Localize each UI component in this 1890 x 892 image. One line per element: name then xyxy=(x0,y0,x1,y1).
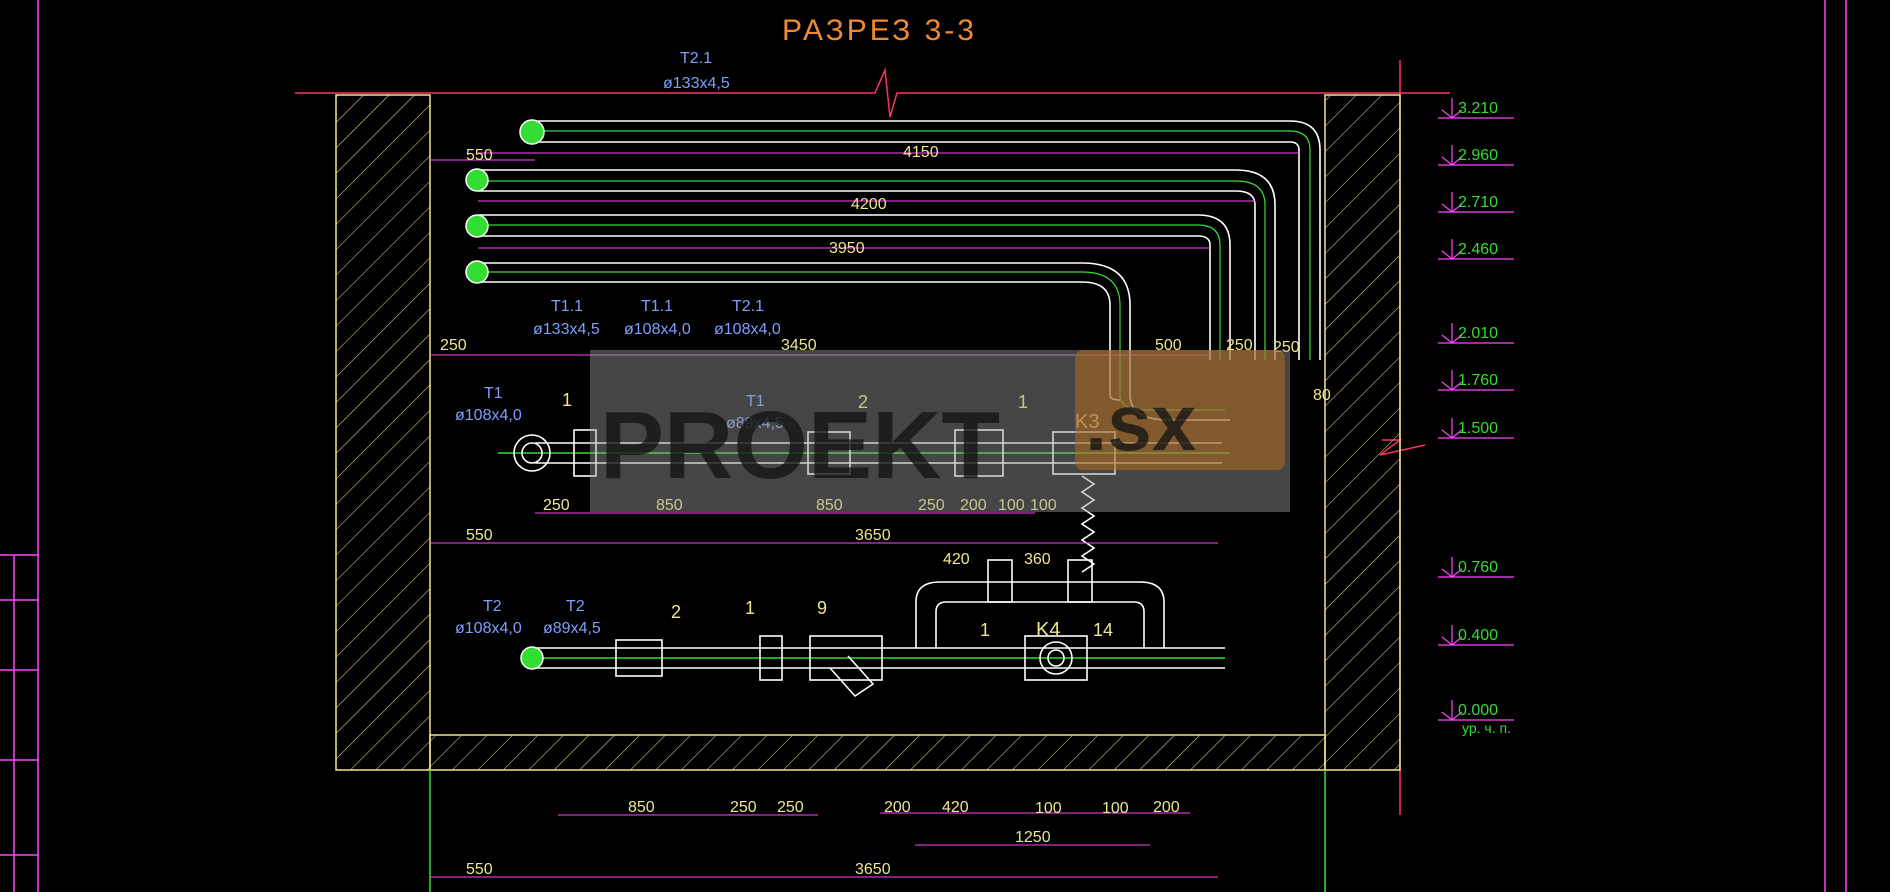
level-value: 2.010 xyxy=(1458,325,1498,342)
level-value: 0.760 xyxy=(1458,559,1498,576)
watermark: PROEKT .sx xyxy=(590,350,1290,512)
t2-return-line xyxy=(535,559,1225,698)
level-value: 2.960 xyxy=(1458,147,1498,164)
right-wall xyxy=(1324,94,1401,771)
regulator-spring xyxy=(1080,475,1096,573)
dim-3950: 3950 xyxy=(829,240,865,257)
callout-1-upper-b: 1 xyxy=(1018,392,1028,412)
pipe-t11-133 xyxy=(478,214,1231,360)
dim-b100a: 100 xyxy=(1035,800,1062,817)
dim-3650-mid: 3650 xyxy=(855,527,891,544)
label-t2-mark: T2 xyxy=(483,598,502,615)
pipe-t11-108 xyxy=(478,169,1276,360)
dim-row-100b: 100 xyxy=(1030,497,1057,514)
dim-80: 80 xyxy=(1313,387,1331,404)
dim-row-100a: 100 xyxy=(998,497,1025,514)
dim-b850: 850 xyxy=(628,799,655,816)
watermark-main: PROEKT xyxy=(600,392,1000,499)
dim-b200b: 200 xyxy=(1153,799,1180,816)
label-t11b-mark: T1.1 xyxy=(641,298,673,315)
dim-b100b: 100 xyxy=(1102,800,1129,817)
t1-flange-elbow xyxy=(513,434,551,472)
callout-2-upper: 2 xyxy=(858,392,868,412)
level-value: 1.500 xyxy=(1458,420,1498,437)
section-title: РАЗРЕЗ 3-3 xyxy=(782,14,977,47)
level-markers: 3.210 2.960 2.710 2.460 2.010 1.760 1.500 0.760… xyxy=(1438,98,1514,736)
dimension-texts: 550 4150 4200 3950 250 3450 500 250 250 … xyxy=(440,144,1331,878)
label-top-mark: T2.1 xyxy=(680,50,712,67)
label-t11b-size: ø108x4,0 xyxy=(624,321,691,338)
dim-row-850b: 850 xyxy=(816,497,843,514)
callout-2-lower: 2 xyxy=(671,602,681,622)
dim-b420: 420 xyxy=(942,799,969,816)
dim-420-top: 420 xyxy=(943,551,970,568)
callout-1-lower-b: 1 xyxy=(980,620,990,640)
pipe-ends xyxy=(465,119,545,670)
dim-550-top: 550 xyxy=(466,147,493,164)
callout-1-lower: 1 xyxy=(745,598,755,618)
level-value: 0.400 xyxy=(1458,627,1498,644)
dim-row-850a: 850 xyxy=(656,497,683,514)
drawing-frame xyxy=(0,0,1847,892)
label-t2-inner-size: ø89x4,5 xyxy=(543,620,601,637)
callout-1-upper: 1 xyxy=(562,390,572,410)
label-t21-size: ø108x4,0 xyxy=(714,321,781,338)
valve-1-lower xyxy=(759,635,783,681)
dim-4200: 4200 xyxy=(851,196,887,213)
label-t1-mark: T1 xyxy=(484,385,503,402)
dim-3650-bot: 3650 xyxy=(855,861,891,878)
dim-250-left: 250 xyxy=(440,337,467,354)
left-wall xyxy=(335,94,431,771)
dim-row-250: 250 xyxy=(543,497,570,514)
balancing-valve-k4 xyxy=(1024,635,1088,681)
callout-9: 9 xyxy=(817,598,827,618)
dim-b200a: 200 xyxy=(884,799,911,816)
bypass-loop xyxy=(915,581,1165,648)
dim-3450: 3450 xyxy=(781,337,817,354)
floor-slab xyxy=(429,734,1326,771)
level-value: 2.460 xyxy=(1458,241,1498,258)
label-t11a-size: ø133x4,5 xyxy=(533,321,600,338)
label-top-size: ø133x4,5 xyxy=(663,75,730,92)
meter-2-upper xyxy=(807,431,851,475)
dim-b1250: 1250 xyxy=(1015,829,1051,846)
label-t2-inner-mark: T2 xyxy=(566,598,585,615)
label-t1-inner-size: ø89x4,5 xyxy=(726,415,784,432)
watermark-suffix: .sx xyxy=(1085,378,1196,467)
callout-14: 14 xyxy=(1093,620,1113,640)
meter-2-lower xyxy=(615,639,663,677)
channel-walls xyxy=(335,94,1401,771)
level-value: 2.710 xyxy=(1458,194,1498,211)
axis-lines xyxy=(429,452,1326,892)
label-t1-size: ø108x4,0 xyxy=(455,407,522,424)
dim-b250a: 250 xyxy=(730,799,757,816)
label-t21-mark: T2.1 xyxy=(732,298,764,315)
valve-1-upper xyxy=(573,429,597,477)
dim-row-200: 200 xyxy=(960,497,987,514)
dim-250-a: 250 xyxy=(1226,337,1253,354)
dim-b250b: 250 xyxy=(777,799,804,816)
dim-500: 500 xyxy=(1155,337,1182,354)
dim-360: 360 xyxy=(1024,551,1051,568)
dim-550-bot: 550 xyxy=(466,861,493,878)
level-value: 3.210 xyxy=(1458,100,1498,117)
pipe-labels: T2.1 ø133x4,5 T1.1 ø133x4,5 T1.1 ø108x4,… xyxy=(455,50,784,637)
callout-k4: K4 xyxy=(1036,619,1060,641)
dim-4150: 4150 xyxy=(903,144,939,161)
label-t11a-mark: T1.1 xyxy=(551,298,583,315)
dim-550-mid: 550 xyxy=(466,527,493,544)
label-t2-size: ø108x4,0 xyxy=(455,620,522,637)
valve-1-upper-b xyxy=(954,429,1004,477)
level-value: 0.000 xyxy=(1458,702,1498,719)
label-t1-inner-mark: T1 xyxy=(746,393,765,410)
dim-row-250b: 250 xyxy=(918,497,945,514)
strainer-9 xyxy=(809,635,883,681)
level-floor-note: ур. ч. п. xyxy=(1462,720,1511,736)
level-value: 1.760 xyxy=(1458,372,1498,389)
pipe-t21-133 xyxy=(538,120,1321,360)
